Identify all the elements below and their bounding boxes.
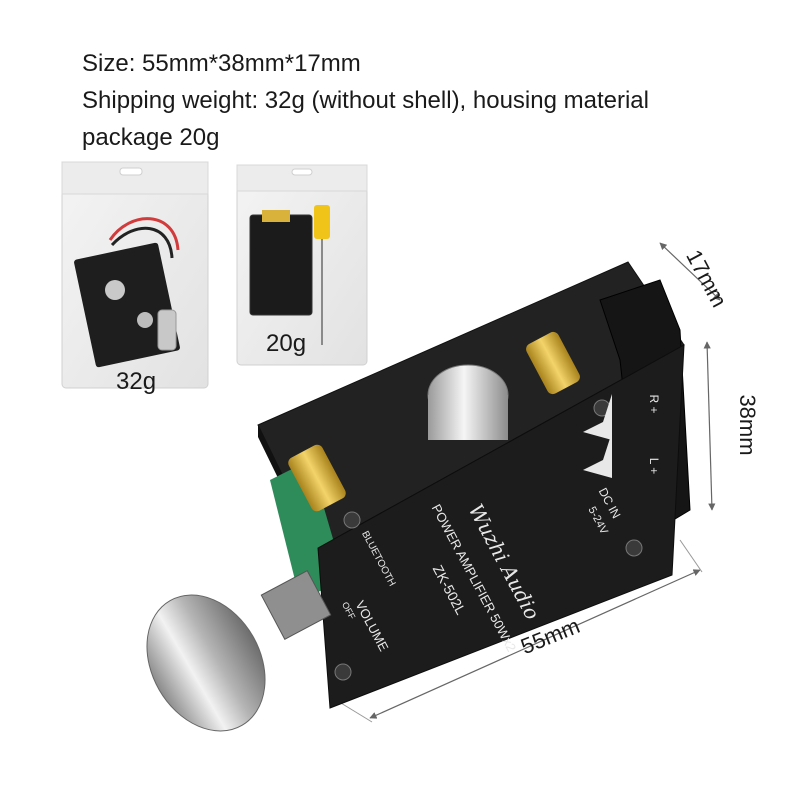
package-20g (236, 164, 368, 366)
package-32g (61, 161, 209, 389)
dimension-width-label: 38mm (735, 394, 760, 455)
terminal-right-label: R + (647, 394, 661, 413)
package-32g-caption: 32g (116, 368, 157, 395)
amplifier-board (146, 261, 691, 732)
spec-weight-line-1: Shipping weight: 32g (without shell), ho… (82, 87, 649, 114)
spec-size: Size: 55mm*38mm*17mm (82, 50, 361, 77)
terminal-left-label: L + (647, 458, 661, 475)
package-20g-caption: 20g (266, 330, 307, 357)
dimension-line-height (659, 242, 721, 301)
dimension-line-length (369, 569, 701, 719)
dimension-line-width (703, 341, 716, 511)
dimension-height-label: 17mm (681, 246, 732, 312)
spec-weight-line-2: package 20g (82, 124, 220, 151)
